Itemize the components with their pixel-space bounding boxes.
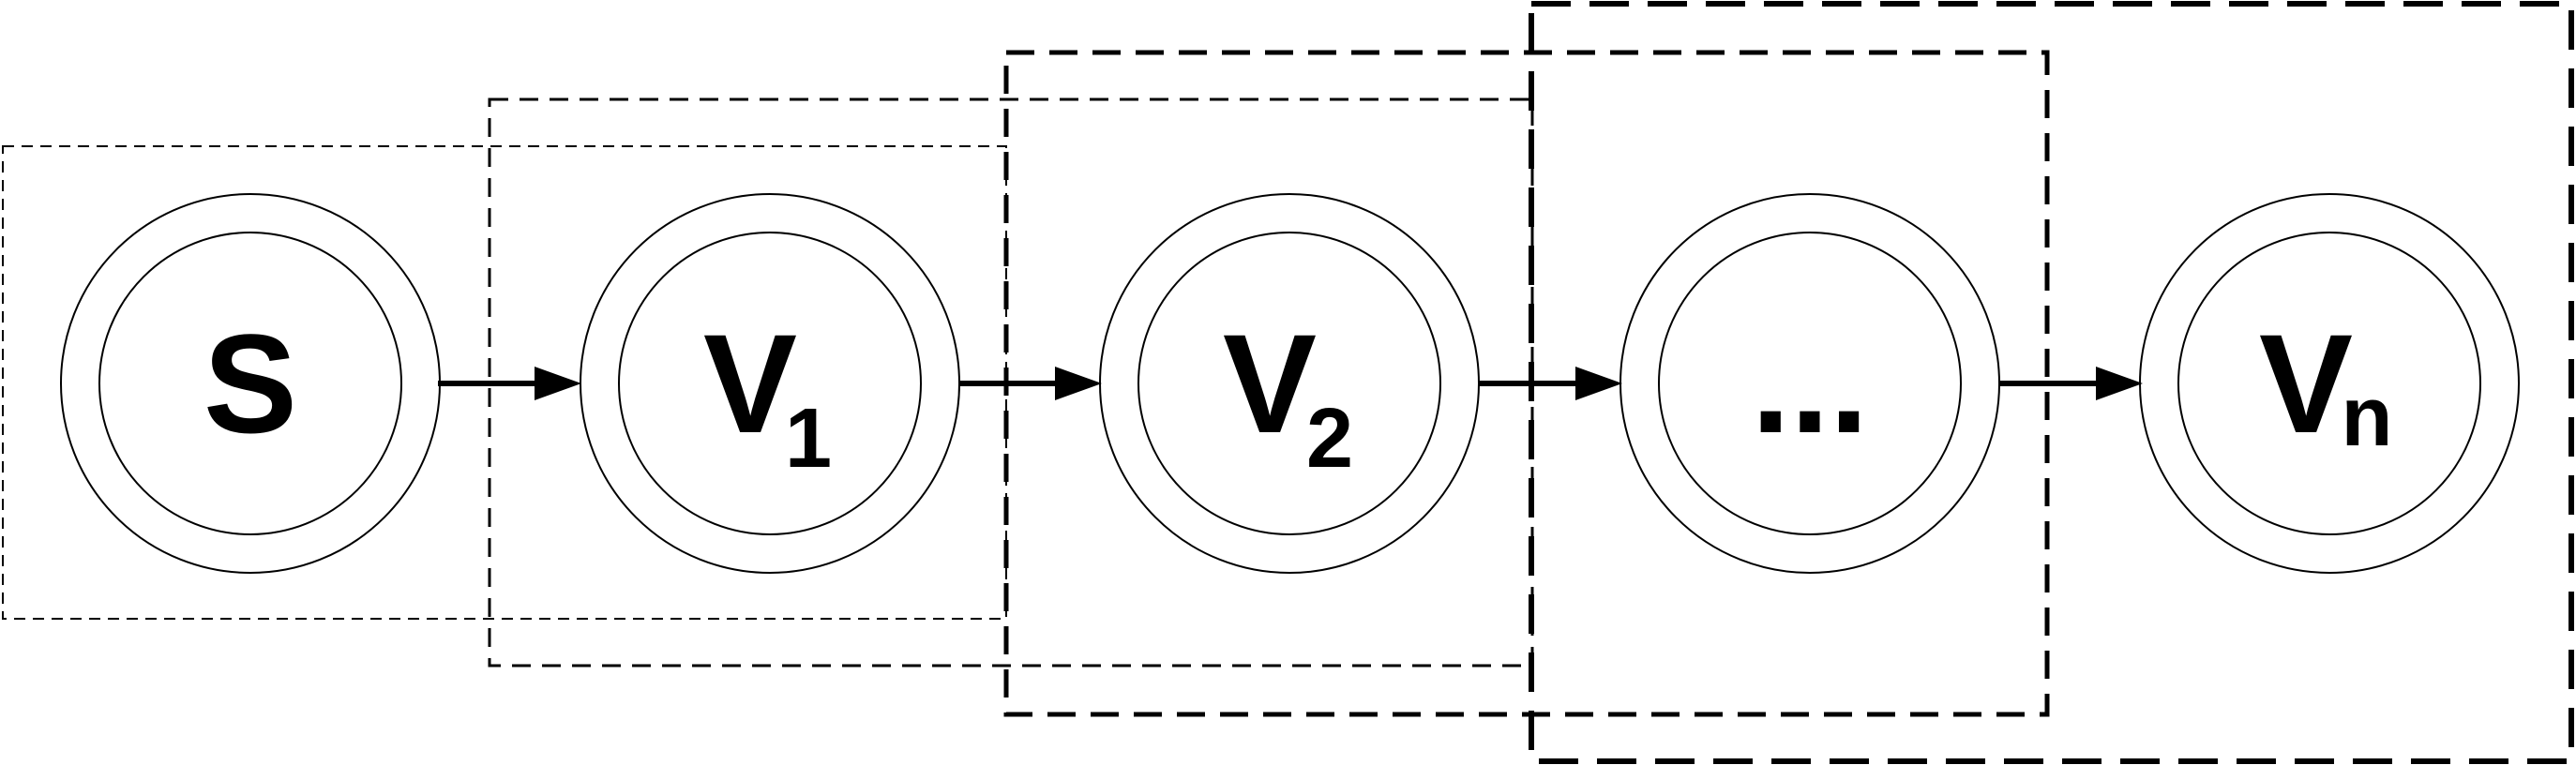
node-label-main: ... (1751, 305, 1868, 462)
node-inner-circle (2177, 232, 2481, 535)
node-s: S (60, 193, 441, 574)
node-outer-circle (2139, 193, 2520, 574)
node-label-main: V (2259, 305, 2353, 462)
node-v2: V 2 (1099, 193, 1480, 574)
node-inner-circle (1137, 232, 1441, 535)
node-inner-circle (1658, 232, 1962, 535)
edge-ellipsis-to-vn (1999, 367, 2143, 400)
node-label-subscript: n (2342, 370, 2393, 464)
arrowhead-icon (535, 367, 581, 400)
edge-v2-to-ellipsis (1479, 367, 1622, 400)
arrowhead-icon (1055, 367, 1102, 400)
node-vn: V n (2139, 193, 2520, 574)
node-v1: V 1 (580, 193, 960, 574)
node-label: V (2259, 305, 2353, 462)
arrowhead-icon (2096, 367, 2143, 400)
node-label: ... (1751, 305, 1868, 462)
node-label: V (1223, 305, 1317, 462)
node-label: S (203, 305, 297, 462)
node-outer-circle (1099, 193, 1480, 574)
node-label-main: S (203, 305, 297, 462)
node-ellipsis: ... (1619, 193, 2000, 574)
node-outer-circle (60, 193, 441, 574)
edges (438, 367, 2143, 400)
edge-v1-to-v2 (958, 367, 1102, 400)
node-label-subscript: 1 (785, 392, 832, 486)
edge-s-to-v1 (438, 367, 581, 400)
nodes: S V 1 V 2 ... V n (60, 193, 2520, 574)
node-label-subscript: 2 (1306, 392, 1353, 486)
node-inner-circle (98, 232, 402, 535)
node-label-main: V (703, 305, 797, 462)
arrowhead-icon (1575, 367, 1622, 400)
node-label-main: V (1223, 305, 1317, 462)
node-inner-circle (618, 232, 922, 535)
node-label: V (703, 305, 797, 462)
node-outer-circle (580, 193, 960, 574)
node-outer-circle (1619, 193, 2000, 574)
